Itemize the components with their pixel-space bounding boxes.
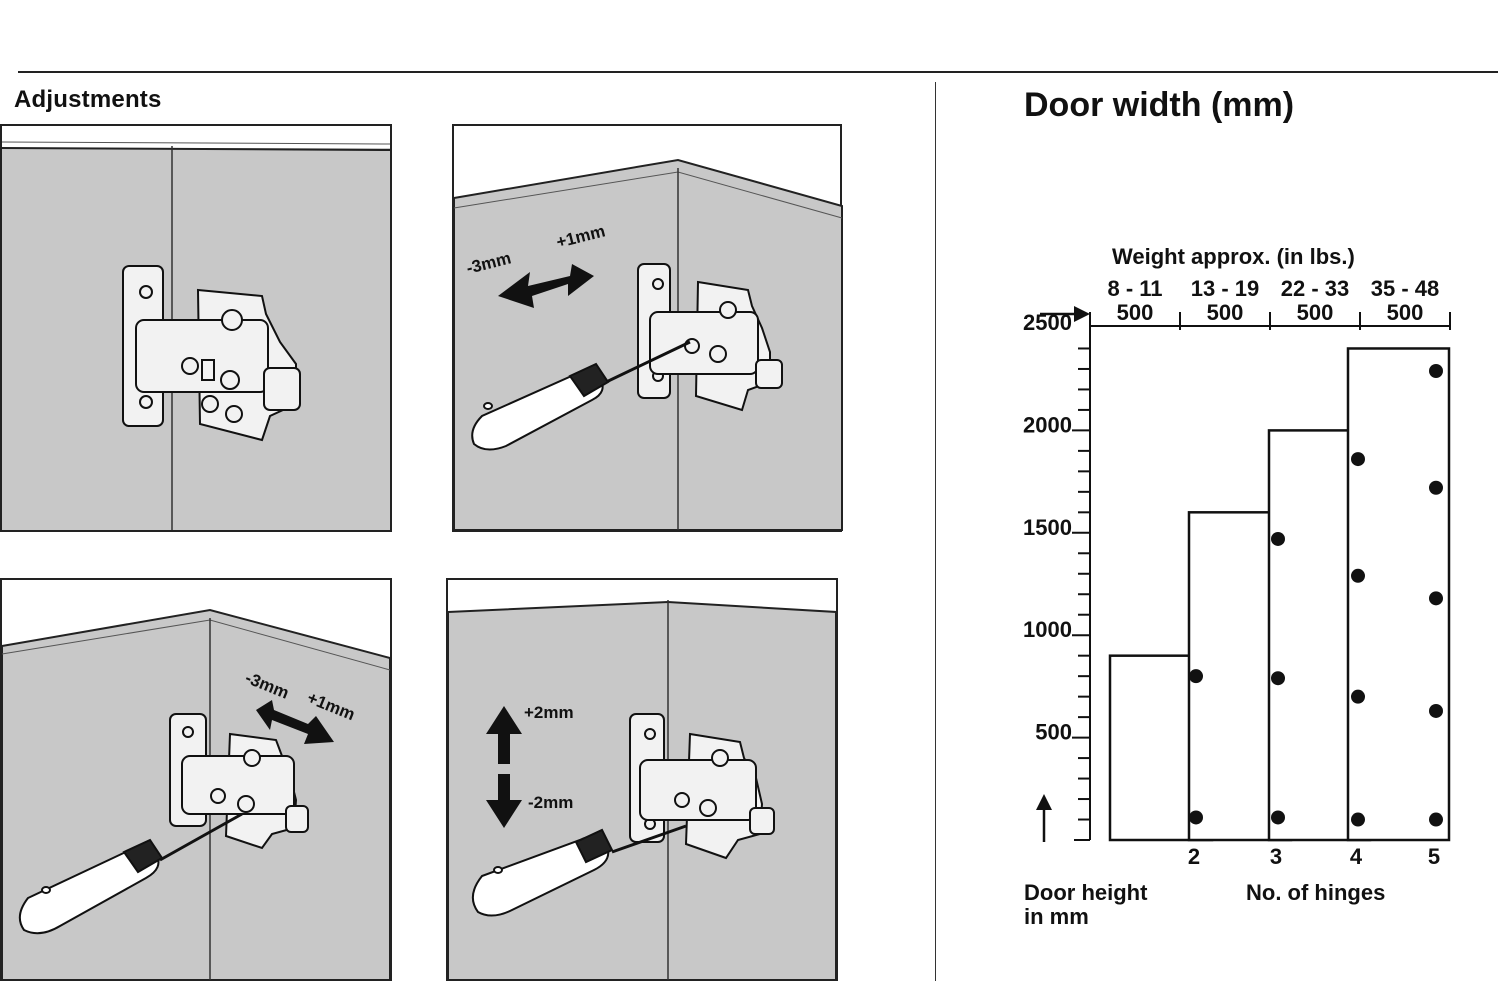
screwdriver-icon [471,340,691,451]
y-axis-label-line2: in mm [1024,904,1089,929]
hinge-dot [1189,810,1203,825]
up-arrow-icon [1036,794,1052,842]
y-tick-label: 1500 [1023,515,1072,540]
y-axis-label-line1: Door height [1024,880,1148,905]
hinge-icon [637,263,783,412]
hinge-chart: Door width (mm) Weight approx. (in lbs.)… [1000,80,1490,960]
panel-depth-adjustment: -3mm +1mm [452,124,844,532]
panel-height-adjustment: +2mm -2mm [446,578,838,981]
hinge-dot [1429,480,1443,495]
hinge-dot [1271,671,1285,686]
hinge-dot [1351,568,1365,583]
hinge-icon [629,713,775,860]
section-divider [935,82,936,981]
panel-hinge-overview [0,124,392,532]
y-tick-label: 500 [1035,720,1072,745]
panel-side-adjustment: -3mm +1mm [0,578,392,981]
chart-title: Door width (mm) [1024,86,1294,124]
screwdriver-icon [18,812,243,935]
screwdriver-icon [471,824,687,917]
x-category-label: 3 [1270,844,1282,869]
hinge-dot [1271,531,1285,546]
hinge-dot [1271,810,1285,825]
hinge-icon [122,265,301,442]
hinge-dot [1429,812,1443,827]
hinge-dot [1429,703,1443,718]
door-width-label: 500 [1297,300,1334,325]
hinge-dot [1189,669,1203,684]
top-rule [18,71,1498,73]
door-width-label: 500 [1207,300,1244,325]
double-arrow-icon [498,264,594,308]
y-tick-label: 1000 [1023,617,1072,642]
height-plus-label: +2mm [524,703,574,722]
adjustments-title: Adjustments [14,86,162,113]
hinge-dot [1351,452,1365,467]
weight-range-label: 8 - 11 [1107,276,1162,301]
weight-axis-label: Weight approx. (in lbs.) [1112,244,1355,269]
bars: 2 3 4 5 [1108,347,1451,869]
weight-range-label: 13 - 19 [1191,276,1260,301]
weight-range-label: 22 - 33 [1281,276,1350,301]
x-category-label: 4 [1350,844,1363,869]
top-axis-arrow-icon [1040,306,1090,322]
hinge-dot [1429,591,1443,606]
hinge-dot [1429,364,1443,379]
hinge-icon [169,713,309,850]
door-width-label: 500 [1387,300,1424,325]
x-category-label: 2 [1188,844,1200,869]
vertical-double-arrow-icon [486,706,522,828]
weight-range-label: 35 - 48 [1371,276,1440,301]
hinge-dot [1351,689,1365,704]
y-tick-label: 2000 [1023,412,1072,437]
height-minus-label: -2mm [528,793,573,812]
x-category-label: 5 [1428,844,1440,869]
double-arrow-icon [256,700,334,744]
hinge-dot [1351,812,1365,827]
door-width-label: 500 [1117,300,1154,325]
x-axis-label: No. of hinges [1246,880,1385,905]
